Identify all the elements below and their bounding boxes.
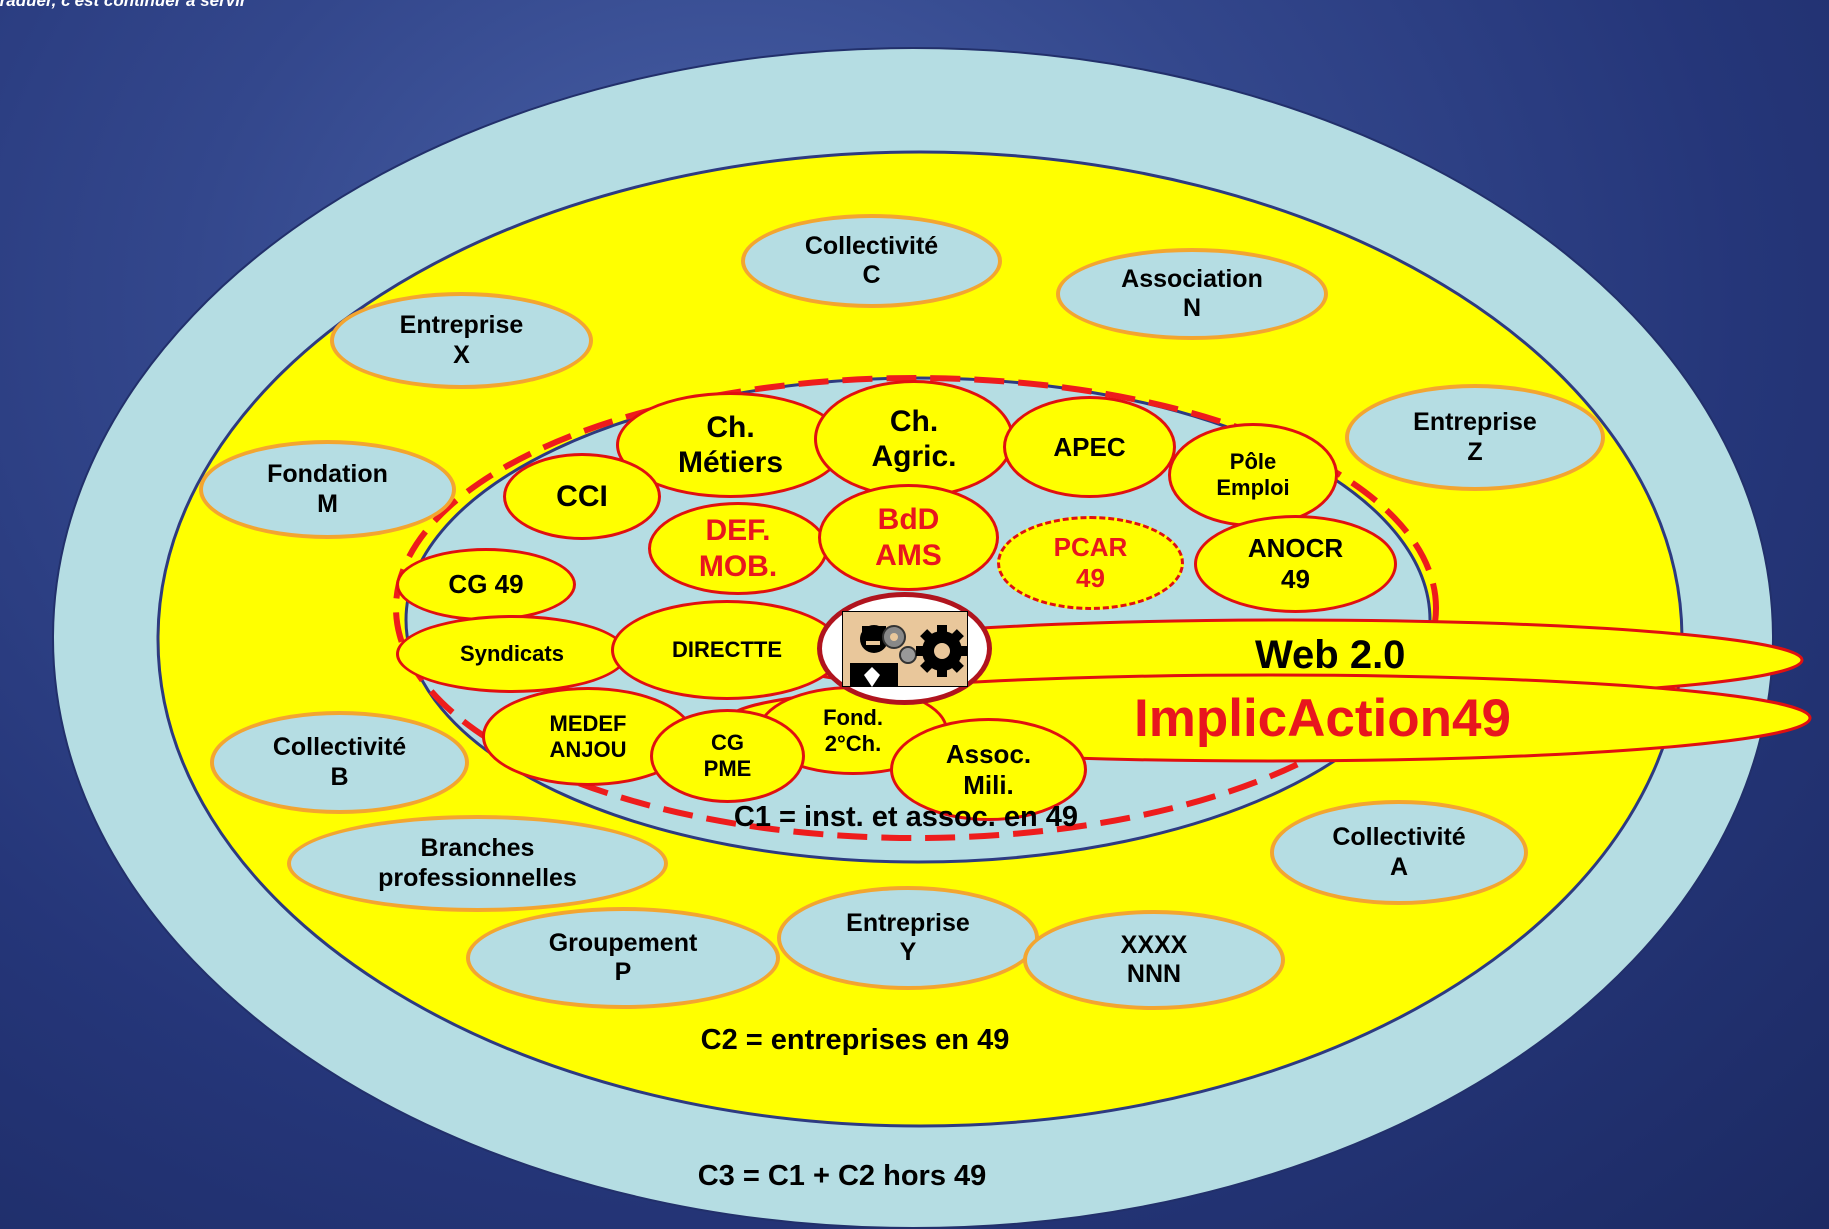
web-20-label: Web 2.0 xyxy=(1255,633,1406,677)
node-assoc-mili[interactable]: Assoc.Mili. xyxy=(890,718,1087,821)
node-ch-agric[interactable]: Ch.Agric. xyxy=(814,380,1014,498)
node-def-mob[interactable]: DEF.MOB. xyxy=(648,502,828,595)
region-c2-label: C2 = entreprises en 49 xyxy=(700,1024,1010,1056)
implicaction49-label: ImplicAction49 xyxy=(1134,689,1511,748)
node-apec[interactable]: APEC xyxy=(1003,396,1176,498)
ring-c1-dashed-boundary xyxy=(393,375,1439,841)
node-cg-49[interactable]: CG 49 xyxy=(396,548,576,621)
hub-node[interactable] xyxy=(817,592,992,705)
node-directte[interactable]: DIRECTTE xyxy=(611,600,843,700)
region-c3-label: C3 = C1 + C2 hors 49 xyxy=(697,1160,987,1192)
businessman-gears-icon xyxy=(841,610,968,687)
region-c1-label: C1 = inst. et assoc. en 49 xyxy=(733,801,1079,833)
node-syndicats[interactable]: Syndicats xyxy=(396,615,628,693)
node-cci[interactable]: CCI xyxy=(503,453,661,540)
top-caption: traduer, c'est continuer à servir xyxy=(0,0,247,10)
